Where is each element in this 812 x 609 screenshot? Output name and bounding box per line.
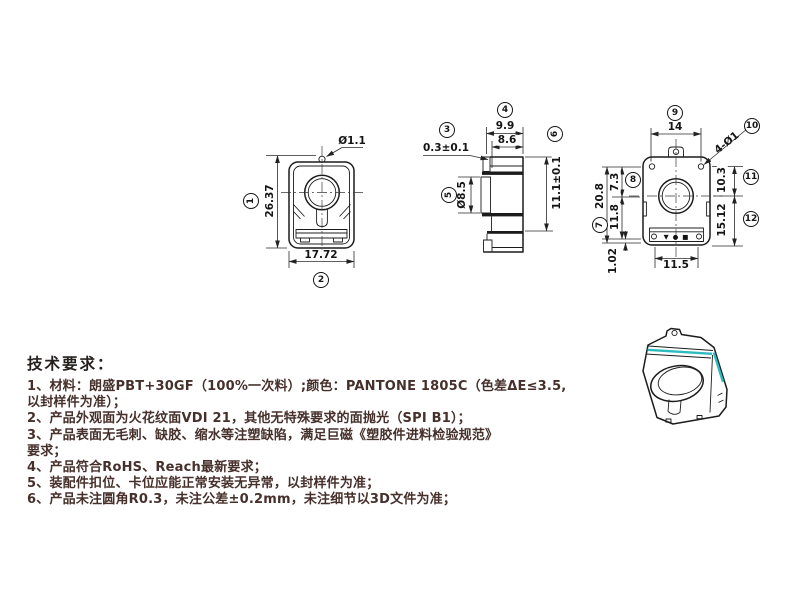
note-line-3b: 要求； (27, 443, 67, 459)
balloon-2: 2 (313, 272, 329, 288)
note-line-2: 2、产品外观面为火花纹面VDI 21，其他无特殊要求的面抛光（SPI B1）； (27, 411, 471, 427)
bottom-bar-marks: ▼ ● ■ (664, 234, 689, 241)
mark-square-icon: ■ (682, 232, 689, 241)
dim-pin-diameter: Ø1.1 (337, 134, 367, 147)
balloon-7: 7 (592, 217, 608, 233)
balloon-9: 9 (667, 105, 683, 121)
back-view (602, 128, 748, 268)
dim-front-width: 17.72 (303, 248, 339, 261)
balloon-10: 10 (744, 118, 760, 134)
dim-side-inner-depth: 8.6 (496, 133, 518, 146)
note-line-1: 1、材料：朗盛PBT+30GF（100%一次料）;颜色：PANTONE 1805… (27, 379, 567, 394)
mark-dot-icon: ● (672, 232, 679, 241)
dim-side-depth: 9.9 (494, 119, 516, 132)
mark-triangle-icon: ▼ (663, 232, 669, 241)
dim-back-upper-height: 10.3 (715, 166, 728, 194)
dim-lip-thickness: 0.3±0.1 (422, 141, 470, 154)
dim-back-foot-gap: 1.02 (606, 247, 619, 275)
note-line-5: 5、装配件扣位、卡位应能正常安装无异常，以封样件为准； (27, 476, 380, 492)
side-view (423, 127, 553, 253)
note-line-1b: 以封样件为准）； (27, 395, 127, 411)
dim-back-overall-height: 20.8 (593, 182, 606, 210)
balloon-12: 12 (743, 211, 759, 227)
dim-front-height: 26.37 (263, 183, 276, 219)
dim-back-hole-offset: 7.3 (608, 171, 621, 193)
balloon-6: 6 (547, 126, 563, 142)
dim-back-mid-height: 11.8 (608, 203, 621, 231)
balloon-4: 4 (497, 102, 513, 118)
dim-back-top-width: 14 (666, 120, 684, 133)
front-view (266, 146, 363, 268)
note-line-4: 4、产品符合RoHS、Reach最新要求； (27, 460, 267, 476)
dim-back-lower-height: 15.12 (715, 202, 728, 238)
dim-boss-diameter: Ø8.5 (455, 180, 468, 210)
balloon-1: 1 (243, 193, 259, 209)
dim-back-bottom-width: 11.5 (662, 258, 690, 271)
notes-title: 技术要求： (27, 355, 115, 373)
dim-side-height: 11.1±0.1 (550, 155, 563, 211)
iso-view (642, 327, 728, 425)
balloon-11: 11 (743, 169, 759, 185)
technical-notes: 技术要求： 1、材料：朗盛PBT+30GF（100%一次料）;颜色：PANTON… (27, 352, 612, 509)
balloon-8: 8 (625, 172, 641, 188)
balloon-3: 3 (439, 122, 455, 138)
note-line-6: 6、产品未注圆角R0.3，未注公差±0.2mm，未注细节以3D文件为准； (27, 492, 457, 508)
note-line-3: 3、产品表面无毛刺、缺胶、缩水等注塑缺陷，满足巨磁《塑胶件进料检验规范》 (27, 427, 499, 443)
balloon-5: 5 (441, 187, 457, 203)
